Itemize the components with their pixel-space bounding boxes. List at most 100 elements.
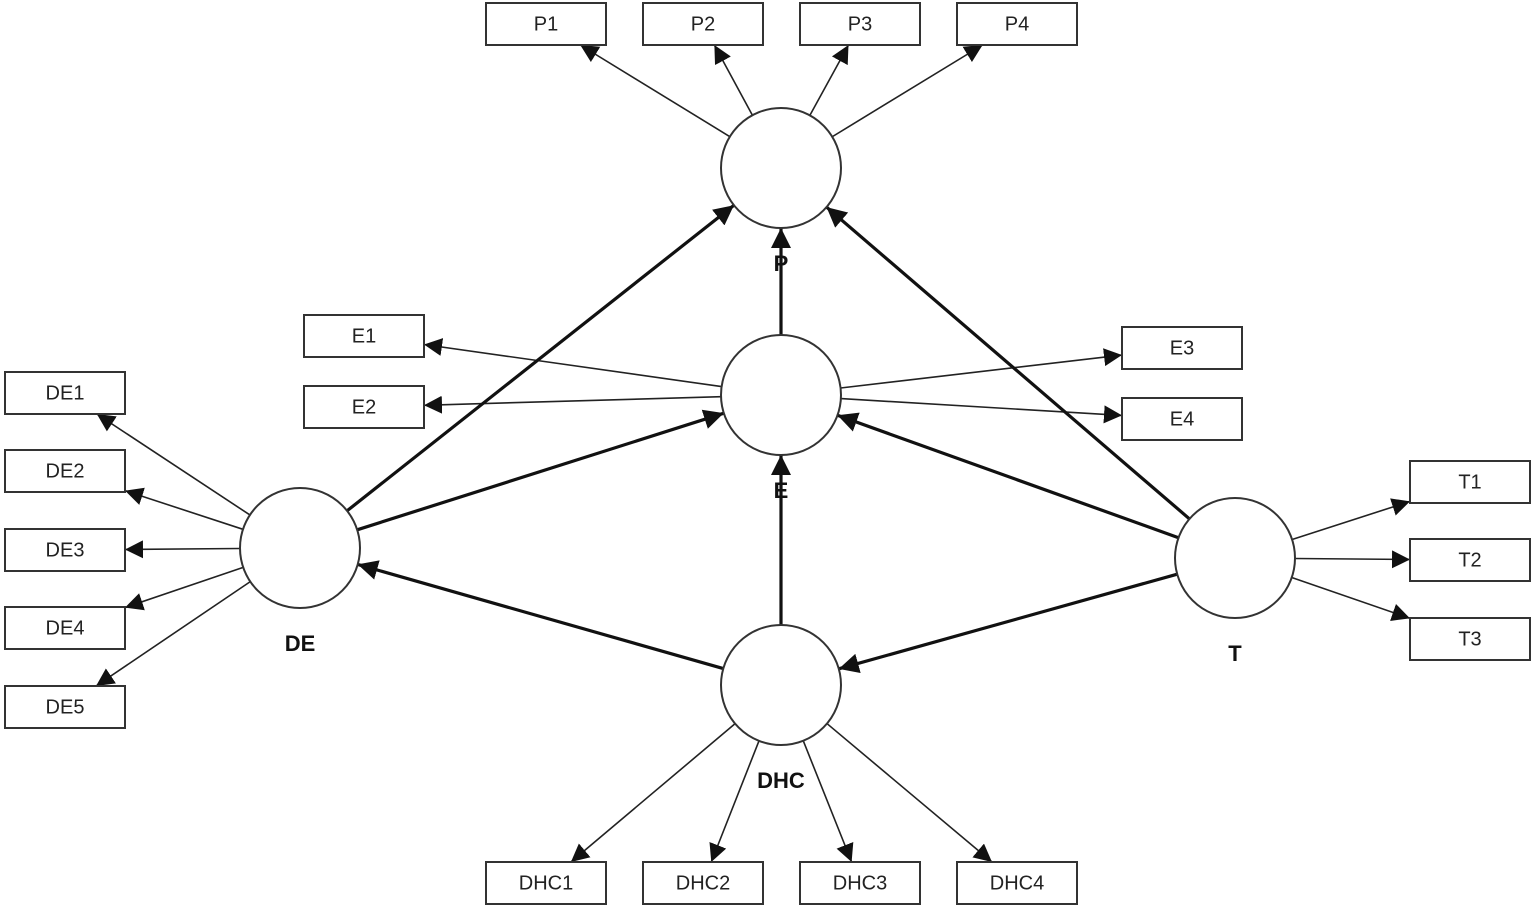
indicator-dhc4: DHC4 <box>956 861 1078 905</box>
indicator-box-dhc4 <box>956 861 1078 905</box>
loading-arrow-dhc-dhc2 <box>709 740 760 863</box>
indicator-p3: P3 <box>799 2 921 46</box>
path-arrow-t-to-p <box>825 205 1191 521</box>
loading-arrow-e-e1 <box>423 338 722 388</box>
construct-label-p: P <box>774 251 789 276</box>
loading-arrow-p-p2 <box>713 44 754 116</box>
loading-arrow-de-de4 <box>124 566 244 611</box>
construct-t: T <box>1174 497 1296 666</box>
indicator-box-e1 <box>303 314 425 358</box>
indicator-label-dhc3: DHC3 <box>833 872 887 894</box>
indicator-label-e2: E2 <box>352 396 376 418</box>
edges-layer <box>95 44 1411 863</box>
loading-arrow-t-t3 <box>1291 576 1411 621</box>
indicator-de3: DE3 <box>4 528 126 572</box>
indicator-box-t3 <box>1409 617 1531 661</box>
construct-de: DE <box>239 487 361 656</box>
indicator-e1: E1 <box>303 314 425 358</box>
indicator-box-p2 <box>642 2 764 46</box>
loading-arrow-de-de3 <box>124 540 241 559</box>
loading-arrow-de-de5 <box>95 580 251 687</box>
indicator-box-de5 <box>4 685 126 729</box>
indicator-box-p4 <box>956 2 1078 46</box>
indicator-label-dhc1: DHC1 <box>519 872 573 894</box>
construct-circle-e <box>720 334 842 456</box>
loading-arrow-de-de1 <box>96 413 251 516</box>
construct-label-de: DE <box>285 631 316 656</box>
loading-arrow-t-t1 <box>1291 498 1411 541</box>
indicator-box-e4 <box>1121 397 1243 441</box>
path-arrow-t-to-e <box>836 412 1180 540</box>
indicator-box-dhc2 <box>642 861 764 905</box>
loading-arrow-de-de2 <box>124 487 244 531</box>
indicator-label-dhc4: DHC4 <box>990 872 1044 894</box>
indicator-t3: T3 <box>1409 617 1531 661</box>
indicator-label-t1: T1 <box>1458 471 1481 493</box>
indicator-de1: DE1 <box>4 371 126 415</box>
construct-e: E <box>720 334 842 503</box>
path-arrow-de-to-e <box>356 409 725 532</box>
loading-arrow-e-e4 <box>840 397 1123 424</box>
indicator-label-dhc2: DHC2 <box>676 872 730 894</box>
indicator-label-p1: P1 <box>534 13 558 35</box>
indicator-box-de1 <box>4 371 126 415</box>
indicator-box-de4 <box>4 606 126 650</box>
indicator-box-p1 <box>485 2 607 46</box>
indicator-label-e3: E3 <box>1170 337 1194 359</box>
indicator-box-dhc3 <box>799 861 921 905</box>
loading-arrow-e-e2 <box>423 395 722 414</box>
indicator-label-p4: P4 <box>1005 13 1029 35</box>
indicator-e3: E3 <box>1121 326 1243 370</box>
indicator-label-de3: DE3 <box>46 539 85 561</box>
loading-arrow-p-p4 <box>831 44 984 138</box>
construct-label-e: E <box>774 478 789 503</box>
indicator-label-de1: DE1 <box>46 382 85 404</box>
indicator-label-t3: T3 <box>1458 628 1481 650</box>
path-arrow-dhc-to-de <box>357 560 724 671</box>
loading-arrow-dhc-dhc1 <box>570 723 736 863</box>
loading-arrow-dhc-dhc3 <box>802 740 854 863</box>
indicator-label-de5: DE5 <box>46 696 85 718</box>
indicator-de4: DE4 <box>4 606 126 650</box>
construct-circle-p <box>720 107 842 229</box>
indicator-p2: P2 <box>642 2 764 46</box>
indicator-e2: E2 <box>303 385 425 429</box>
indicator-label-t2: T2 <box>1458 549 1481 571</box>
indicator-label-de4: DE4 <box>46 617 85 639</box>
construct-p: P <box>720 107 842 276</box>
construct-circle-dhc <box>720 624 842 746</box>
indicator-e4: E4 <box>1121 397 1243 441</box>
indicator-label-p2: P2 <box>691 13 715 35</box>
loading-arrow-e-e3 <box>840 348 1123 389</box>
path-arrow-t-to-dhc <box>838 572 1178 674</box>
indicator-p1: P1 <box>485 2 607 46</box>
indicator-box-de3 <box>4 528 126 572</box>
indicator-box-t1 <box>1409 460 1531 504</box>
indicator-box-e2 <box>303 385 425 429</box>
construct-label-t: T <box>1228 641 1242 666</box>
construct-circle-t <box>1174 497 1296 619</box>
indicator-label-p3: P3 <box>848 13 872 35</box>
indicator-de2: DE2 <box>4 449 126 493</box>
loading-arrow-t-t2 <box>1294 550 1411 569</box>
path-arrow-de-to-p <box>346 203 735 513</box>
indicator-box-t2 <box>1409 538 1531 582</box>
indicator-label-e1: E1 <box>352 325 376 347</box>
indicator-de5: DE5 <box>4 685 126 729</box>
indicator-dhc2: DHC2 <box>642 861 764 905</box>
indicator-t1: T1 <box>1409 460 1531 504</box>
indicator-label-e4: E4 <box>1170 408 1194 430</box>
indicator-label-de2: DE2 <box>46 460 85 482</box>
loading-arrow-p-p3 <box>809 44 850 116</box>
construct-label-dhc: DHC <box>757 768 805 793</box>
indicator-p4: P4 <box>956 2 1078 46</box>
indicator-dhc1: DHC1 <box>485 861 607 905</box>
indicator-box-dhc1 <box>485 861 607 905</box>
indicator-t2: T2 <box>1409 538 1531 582</box>
indicator-box-e3 <box>1121 326 1243 370</box>
construct-circle-de <box>239 487 361 609</box>
loading-arrow-p-p1 <box>579 44 731 138</box>
indicator-dhc3: DHC3 <box>799 861 921 905</box>
